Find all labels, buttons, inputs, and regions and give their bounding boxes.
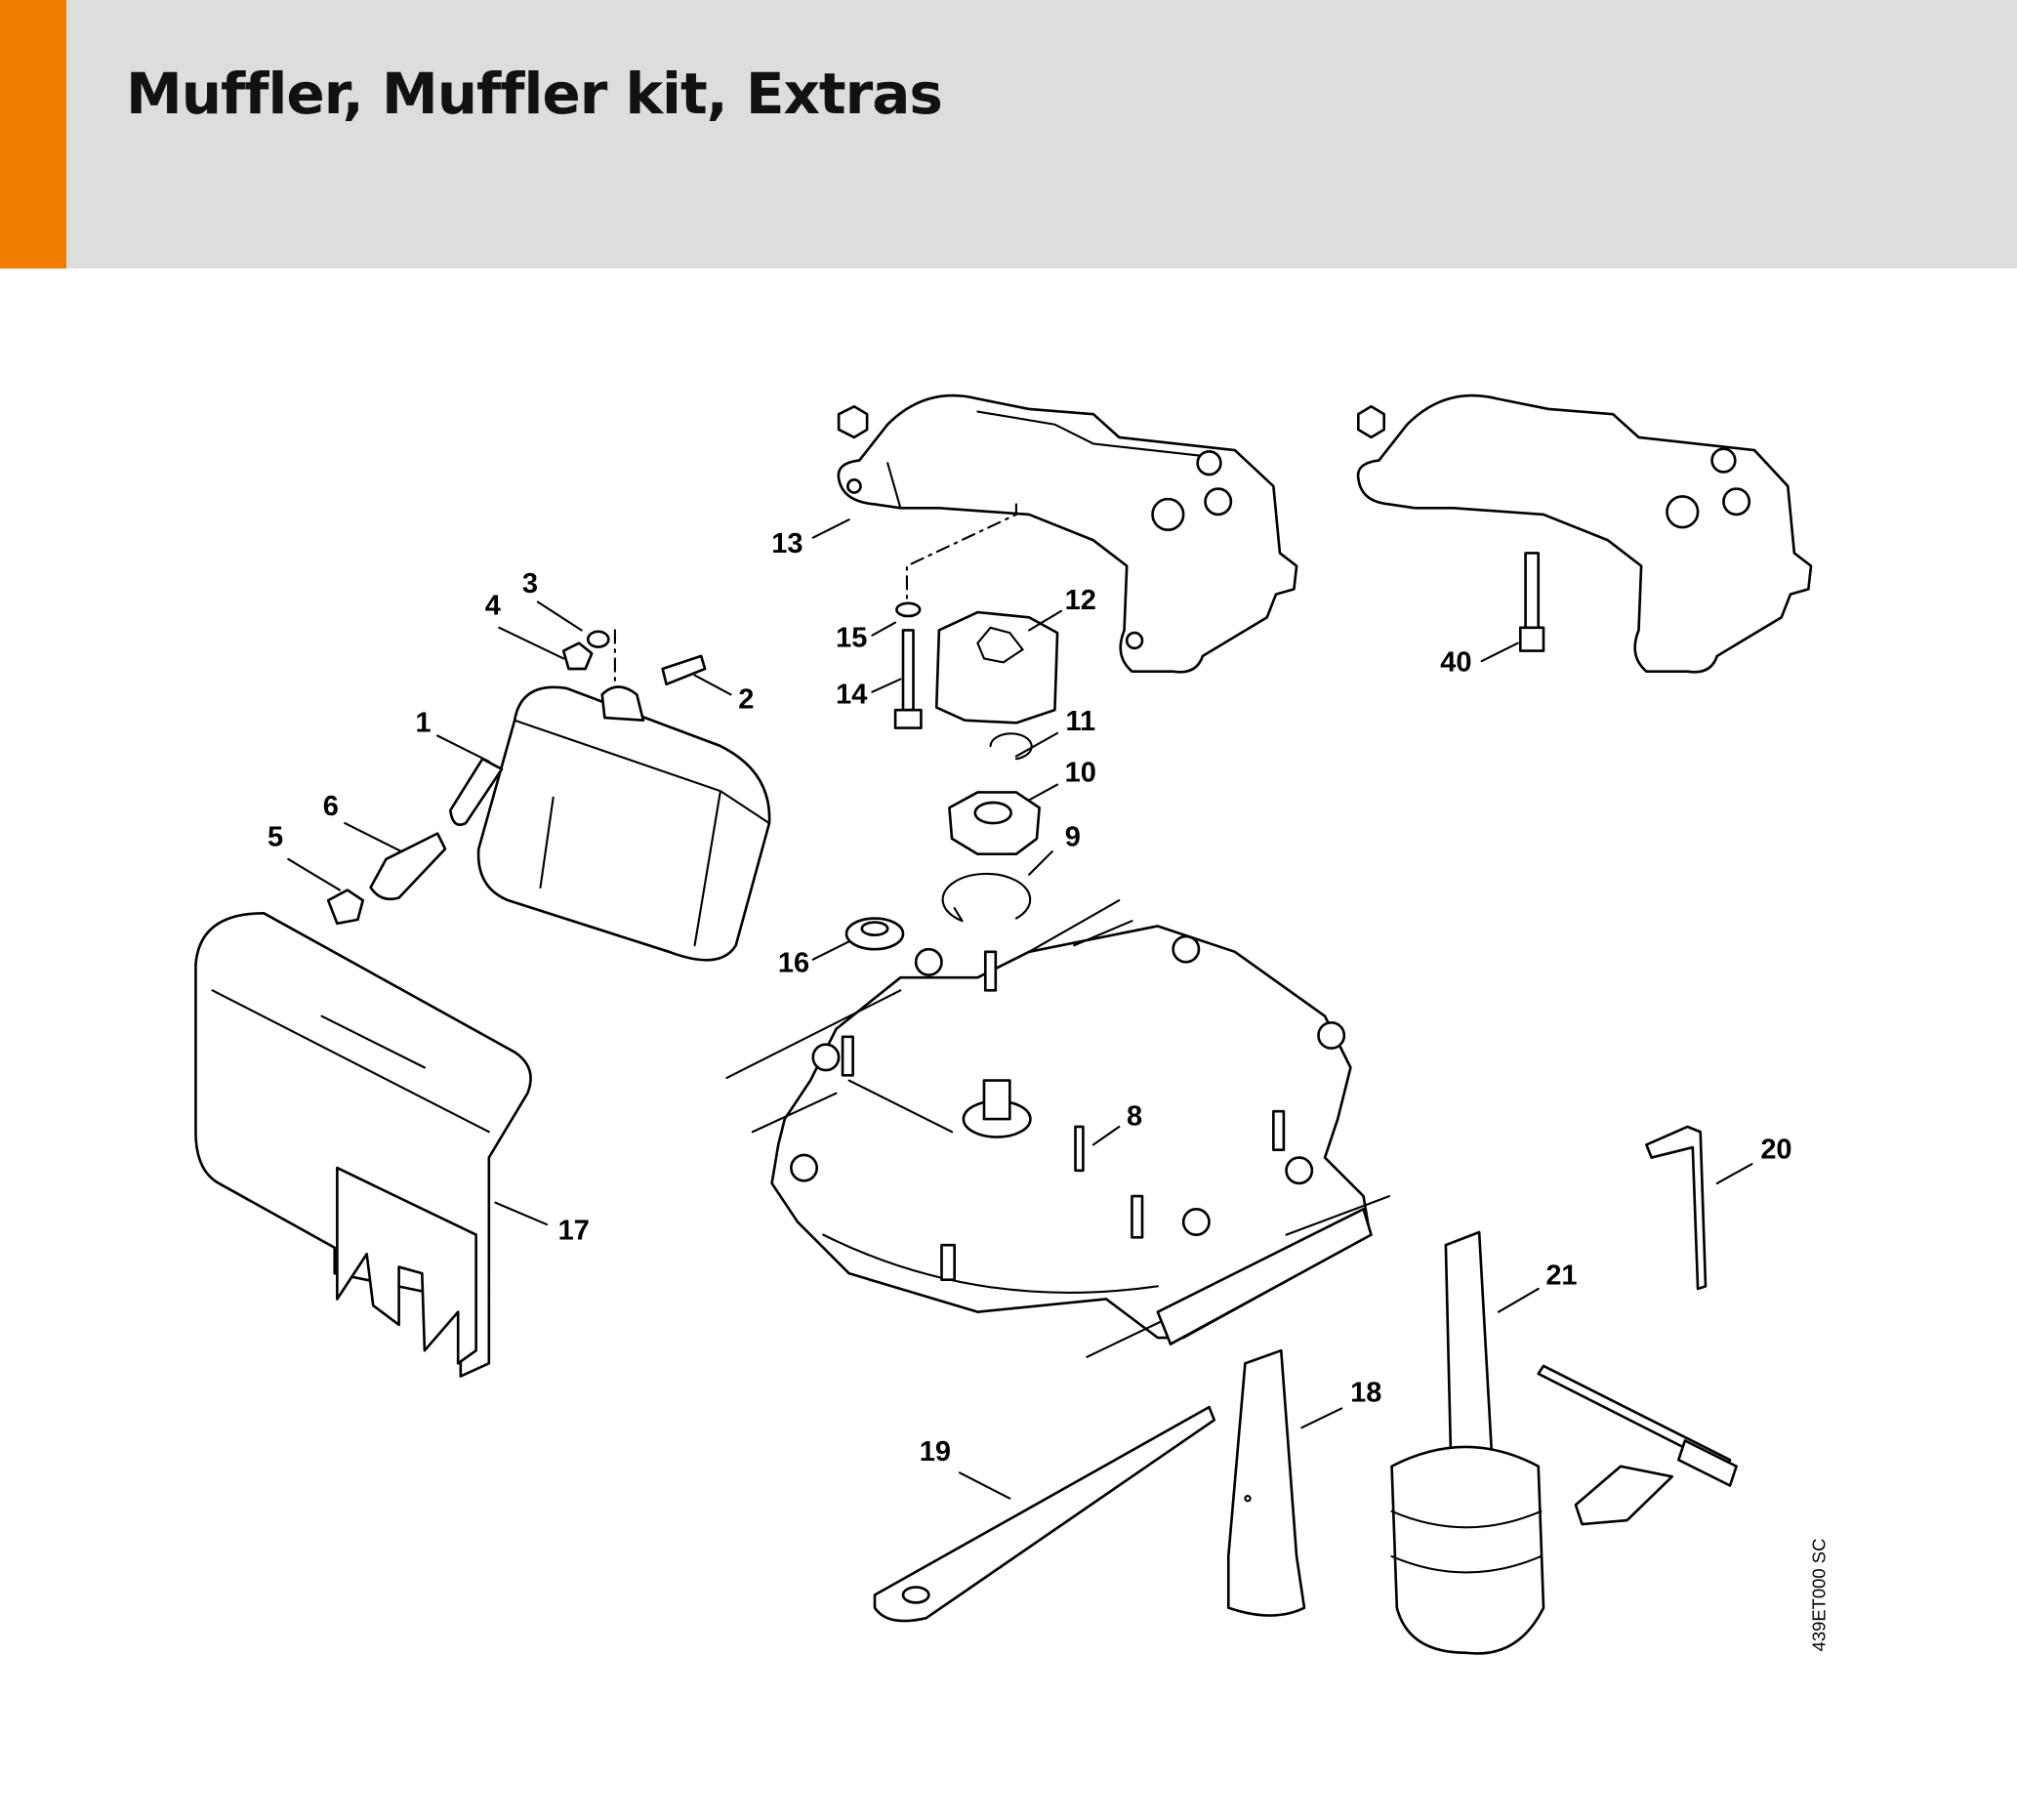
callout-leaders bbox=[287, 518, 1753, 1500]
callout-4: 4 bbox=[485, 590, 501, 621]
callout-20: 20 bbox=[1760, 1135, 1791, 1166]
callout-18: 18 bbox=[1350, 1378, 1381, 1409]
callout-13: 13 bbox=[771, 528, 803, 559]
callout-1: 1 bbox=[416, 707, 432, 738]
callout-3: 3 bbox=[522, 568, 538, 600]
page-title: Muffler, Muffler kit, Extras bbox=[126, 61, 943, 127]
callout-10: 10 bbox=[1065, 758, 1096, 789]
callout-12: 12 bbox=[1065, 585, 1096, 616]
callout-15: 15 bbox=[836, 622, 867, 653]
callout-21: 21 bbox=[1545, 1261, 1577, 1292]
part-1-muffler bbox=[326, 630, 771, 962]
callout-16: 16 bbox=[778, 948, 809, 979]
parts-center-stack bbox=[844, 601, 1059, 951]
header-band bbox=[0, 0, 2017, 269]
part-cover-variant bbox=[1356, 393, 1813, 674]
callout-14: 14 bbox=[836, 679, 867, 710]
callout-11: 11 bbox=[1065, 706, 1095, 737]
crankcase-housing bbox=[725, 899, 1390, 1358]
orange-accent-bar bbox=[0, 0, 66, 269]
callout-6: 6 bbox=[323, 791, 339, 822]
part-17-heat-shield bbox=[194, 911, 532, 1378]
callout-2: 2 bbox=[738, 684, 754, 716]
callout-40: 40 bbox=[1440, 646, 1471, 678]
callout-17: 17 bbox=[558, 1216, 590, 1247]
callout-9: 9 bbox=[1065, 822, 1081, 853]
image-code: 439ET000 SC bbox=[1808, 1539, 1829, 1652]
callout-19: 19 bbox=[920, 1436, 951, 1468]
callout-8: 8 bbox=[1127, 1100, 1142, 1132]
part-13-cover bbox=[613, 393, 1298, 683]
tools-extras bbox=[873, 1125, 1738, 1655]
callout-5: 5 bbox=[268, 822, 283, 853]
